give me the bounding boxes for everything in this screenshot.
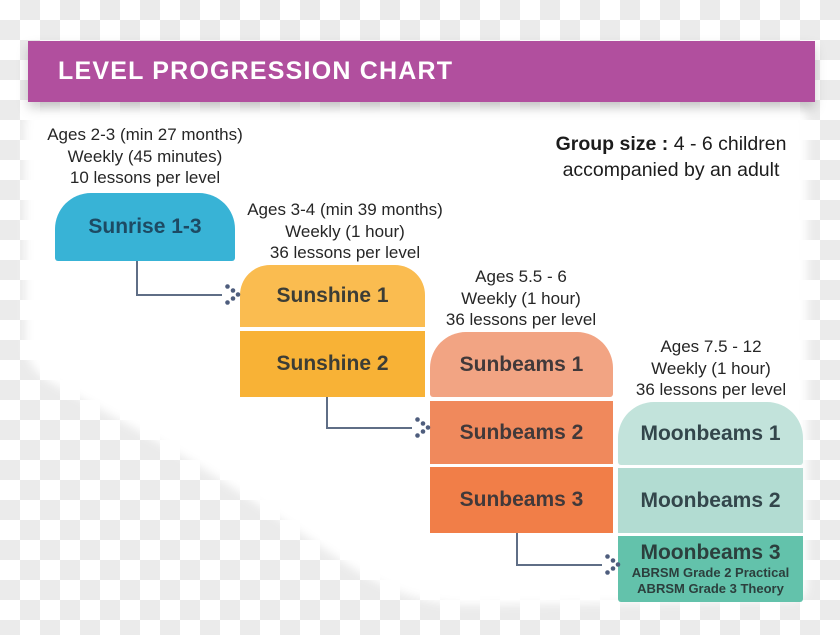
level-box-moonbeams-3: Moonbeams 3 ABRSM Grade 2 Practical ABRS… — [618, 536, 803, 602]
group-size-note: Group size : 4 - 6 children accompanied … — [540, 131, 802, 183]
level-box-label: Sunshine 1 — [276, 284, 389, 307]
annotation-line: 36 lessons per level — [269, 243, 421, 262]
dotted-arrow-icon — [225, 284, 241, 305]
annotation-line: Weekly (1 hour) — [651, 358, 771, 378]
level-box-sunbeams-1: Sunbeams 1 — [430, 332, 613, 397]
level-box-sunshine-2: Sunshine 2 — [240, 331, 425, 397]
level-box-label: Moonbeams 3 — [640, 541, 781, 564]
level-box-sunrise-1-3: Sunrise 1-3 — [55, 193, 235, 261]
dotted-arrow-icon — [605, 554, 621, 575]
annotation-line: Ages 5.5 - 6 — [475, 267, 567, 286]
level-box-label: Moonbeams 1 — [640, 421, 781, 445]
page-title: LEVEL PROGRESSION CHART — [58, 57, 454, 85]
group-size-value: 4 - 6 children — [673, 133, 787, 155]
annotation-line: Weekly (45 minutes) — [67, 146, 223, 166]
level-box-sunbeams-3: Sunbeams 3 — [430, 467, 613, 533]
level-box-moonbeams-2: Moonbeams 2 — [618, 468, 803, 533]
level-box-sunbeams-2: Sunbeams 2 — [430, 401, 613, 464]
abrsm-note-line: ABRSM Grade 3 Theory — [637, 581, 784, 596]
annotation-line: 36 lessons per level — [635, 380, 787, 399]
level-box-sunshine-1: Sunshine 1 — [240, 265, 425, 327]
level-box-label: Moonbeams 2 — [640, 488, 781, 512]
level-box-label: Sunbeams 2 — [459, 420, 584, 444]
annotation-line: Weekly (1 hour) — [461, 288, 581, 308]
annotation-line: Ages 3-4 (min 39 months) — [247, 200, 443, 219]
level-box-label: Sunbeams 1 — [459, 352, 584, 376]
level-box-label: Sunbeams 3 — [459, 488, 584, 511]
annotation-line: 36 lessons per level — [445, 310, 597, 329]
annotation-sunbeams: Ages 5.5 - 6 Weekly (1 hour) 36 lessons … — [408, 266, 634, 331]
annotation-sunshine: Ages 3-4 (min 39 months) Weekly (1 hour)… — [232, 199, 458, 264]
level-box-label: Sunshine 2 — [276, 352, 389, 375]
dotted-arrow-icon — [415, 417, 431, 438]
group-size-value-line2: accompanied by an adult — [562, 159, 780, 181]
annotation-line: Ages 2-3 (min 27 months) — [47, 125, 243, 144]
level-box-moonbeams-1: Moonbeams 1 — [618, 402, 803, 465]
annotation-sunrise: Ages 2-3 (min 27 months) Weekly (45 minu… — [30, 124, 260, 189]
abrsm-note-line: ABRSM Grade 2 Practical — [631, 565, 790, 580]
header-bar: LEVEL PROGRESSION CHART — [28, 41, 815, 102]
connector-sunshine-to-sunbeams — [326, 397, 412, 429]
connector-sunrise-to-sunshine — [136, 261, 222, 296]
level-box-label: Sunrise 1-3 — [88, 215, 202, 238]
annotation-line: Weekly (1 hour) — [285, 221, 405, 241]
annotation-line: 10 lessons per level — [69, 168, 221, 187]
annotation-moonbeams: Ages 7.5 - 12 Weekly (1 hour) 36 lessons… — [598, 336, 824, 401]
group-size-label: Group size : — [555, 133, 669, 155]
annotation-line: Ages 7.5 - 12 — [660, 337, 762, 356]
connector-sunbeams-to-moonbeams — [516, 533, 602, 566]
